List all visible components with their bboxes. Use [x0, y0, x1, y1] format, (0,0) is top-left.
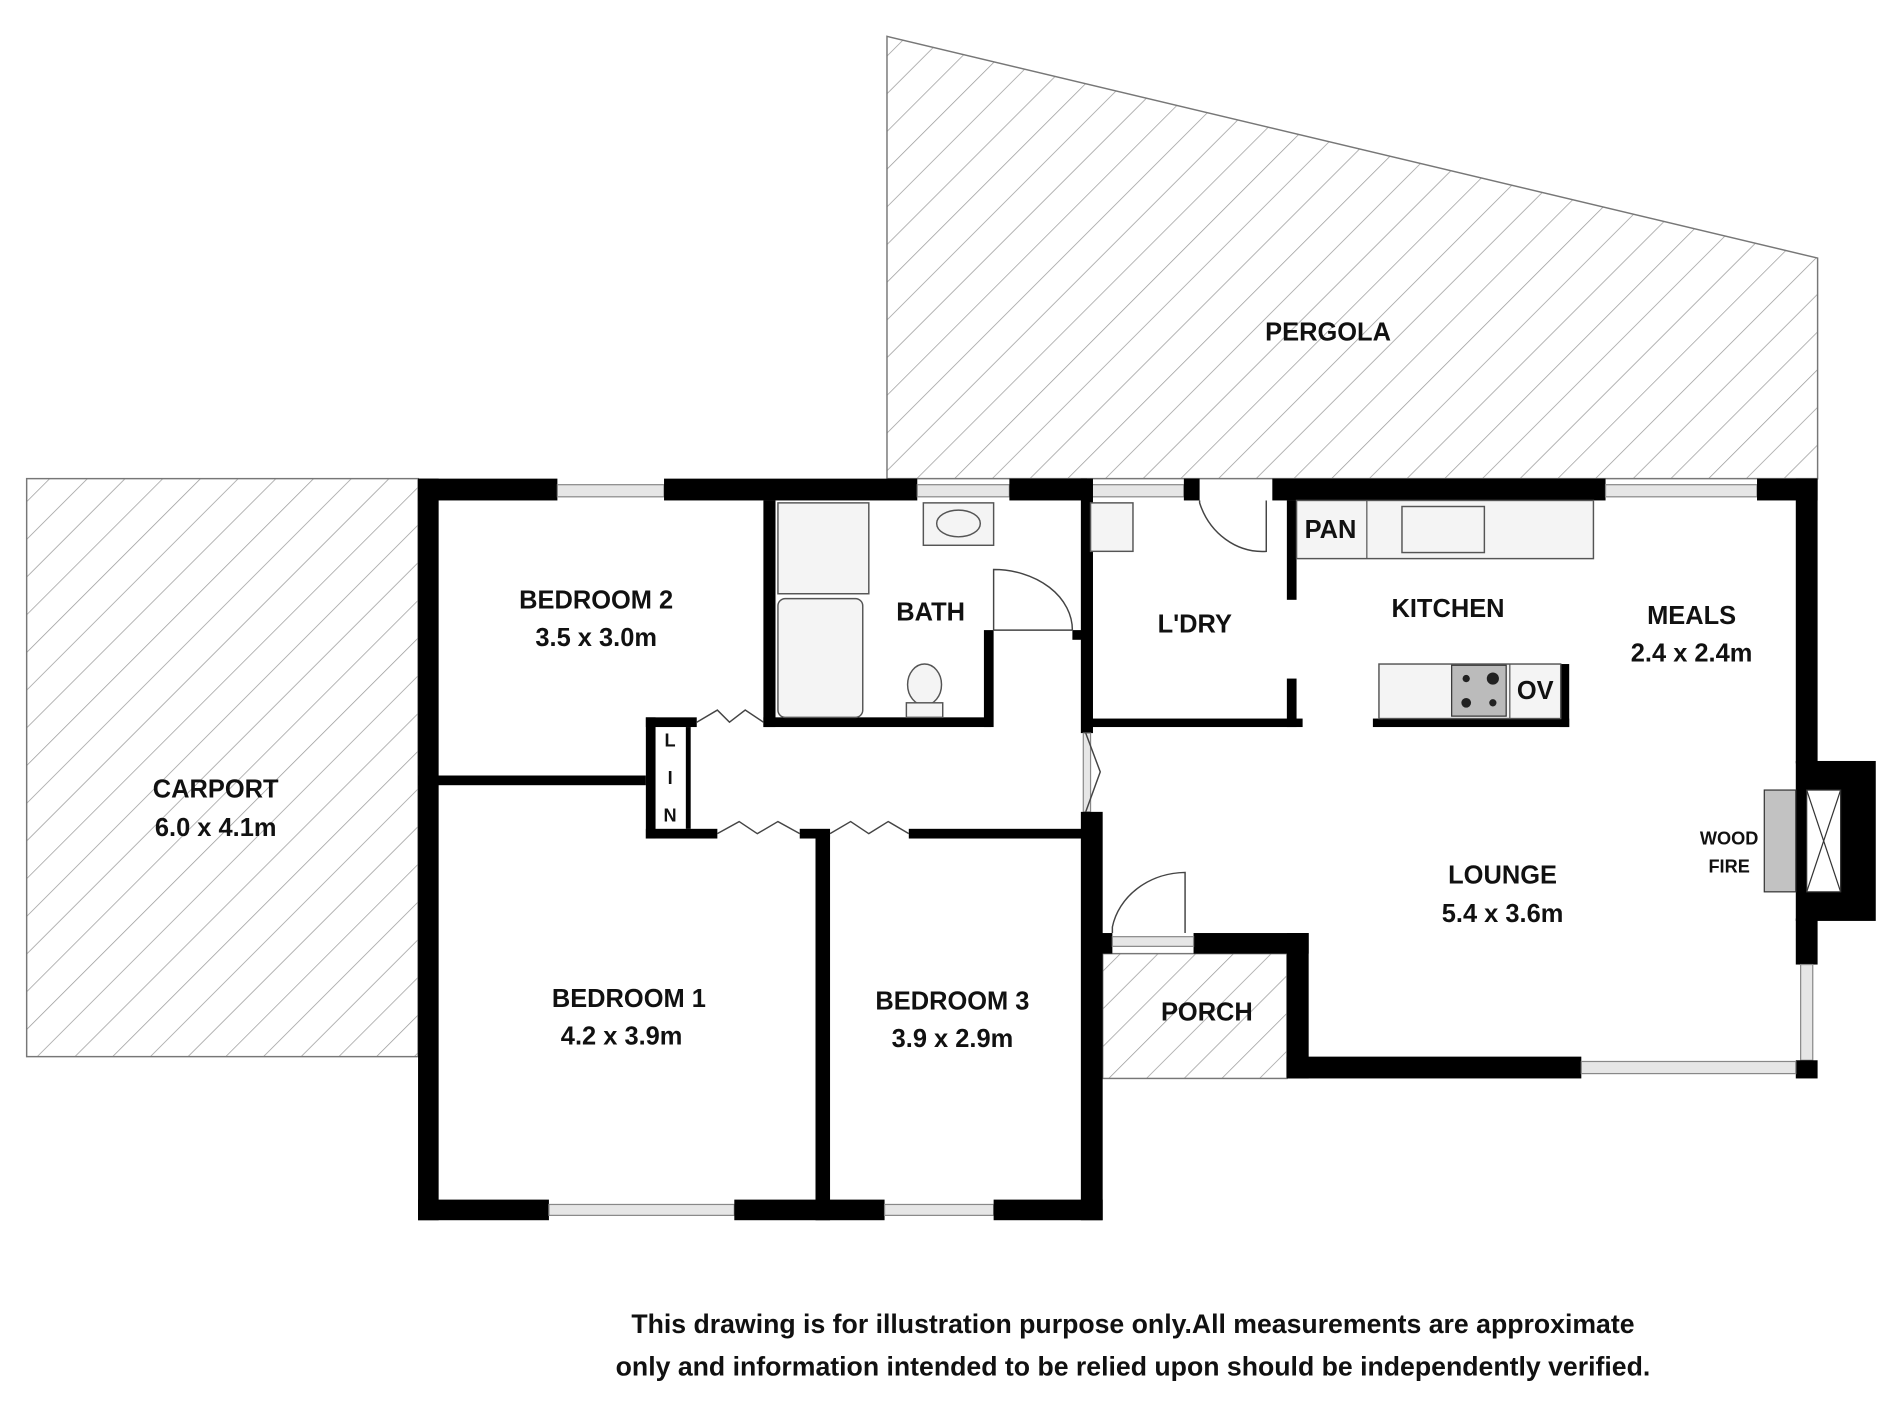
- room-label-carport: CARPORT: [153, 775, 279, 803]
- room-size-bedroom1: 4.2 x 3.9m: [561, 1023, 683, 1051]
- room-size-carport: 6.0 x 4.1m: [155, 814, 277, 842]
- shower: [777, 502, 870, 595]
- hearth: [1763, 789, 1797, 893]
- disclaimer-line-2: only and information intended to be reli…: [616, 1351, 1651, 1381]
- wood-fire-label-1: WOOD: [1700, 829, 1759, 849]
- room-size-meals: 2.4 x 2.4m: [1631, 640, 1753, 668]
- bathtub: [777, 597, 864, 719]
- walls: [418, 478, 1876, 1221]
- room-size-lounge: 5.4 x 3.6m: [1442, 900, 1564, 928]
- room-label-kitchen: KITCHEN: [1391, 595, 1504, 623]
- room-size-bedroom3: 3.9 x 2.9m: [892, 1025, 1014, 1053]
- laundry-tub: [1089, 502, 1134, 553]
- room-label-lounge: LOUNGE: [1448, 861, 1557, 889]
- room-label-laundry: L'DRY: [1158, 611, 1232, 639]
- wood-fire-label-2: FIRE: [1708, 856, 1749, 876]
- room-label-pergola: PERGOLA: [1265, 318, 1391, 346]
- kitchen-sink: [1401, 505, 1486, 554]
- linen-letter-l: L: [665, 730, 676, 750]
- linen-letter-n: N: [664, 806, 677, 826]
- fixtures: [696, 499, 1842, 934]
- room-label-meals: MEALS: [1647, 602, 1736, 630]
- room-size-bedroom2: 3.5 x 3.0m: [535, 624, 657, 652]
- oven-label: OV: [1517, 677, 1554, 705]
- carport-area: [25, 477, 419, 1058]
- disclaimer-line-1: This drawing is for illustration purpose…: [631, 1309, 1634, 1339]
- room-label-bedroom1: BEDROOM 1: [552, 985, 706, 1013]
- pergola-area: [886, 35, 1819, 480]
- porch-area: [1101, 952, 1288, 1080]
- room-label-bath: BATH: [896, 598, 965, 626]
- room-label-bedroom2: BEDROOM 2: [519, 586, 673, 614]
- linen-letter-i: I: [668, 768, 673, 788]
- room-label-porch: PORCH: [1161, 998, 1253, 1026]
- room-label-bedroom3: BEDROOM 3: [875, 987, 1029, 1015]
- toilet: [906, 663, 943, 706]
- cooktop: [1451, 664, 1507, 717]
- room-label-pantry: PAN: [1305, 516, 1357, 544]
